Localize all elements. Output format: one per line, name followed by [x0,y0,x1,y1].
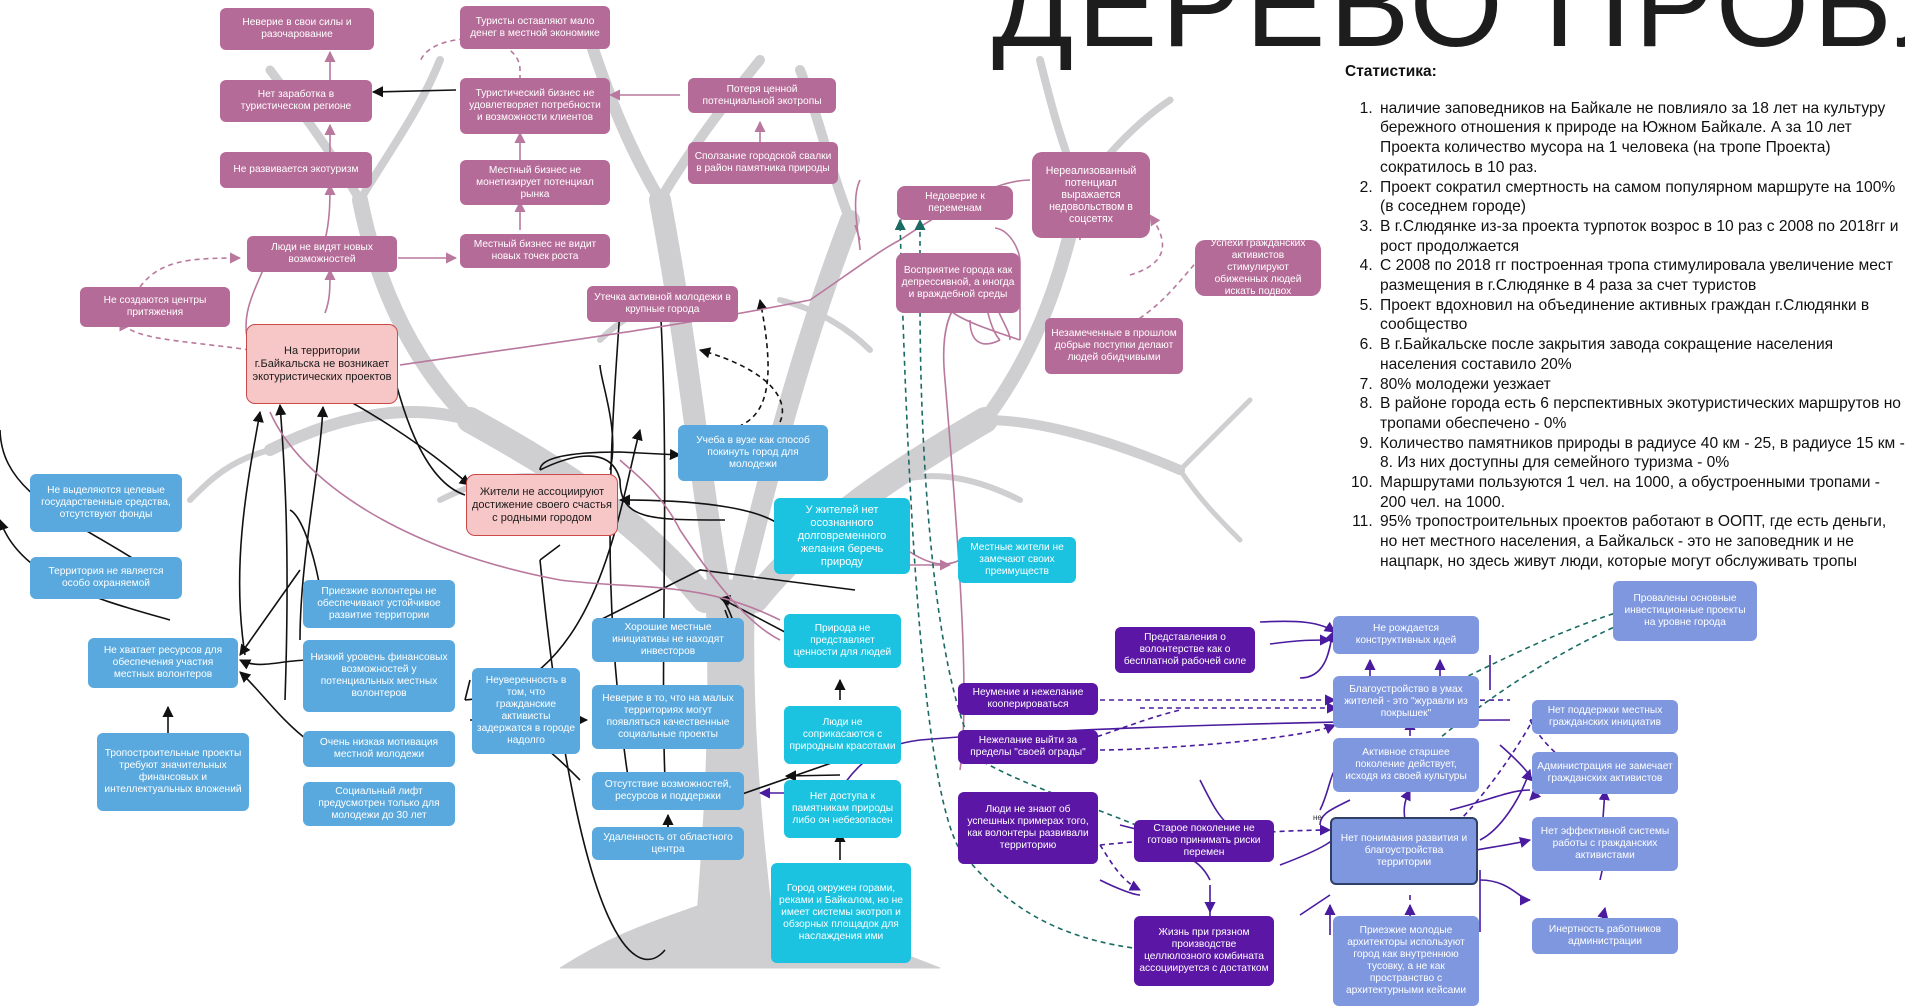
statistics-item: Проект вдохновил на объединение активных… [1377,296,1905,335]
problem-node[interactable]: У жителей нет осознанного долговременног… [774,498,910,574]
problem-node[interactable]: Не хватает ресурсов для обеспечения учас… [88,638,238,688]
statistics-item: Количество памятников природы в радиусе … [1377,434,1905,473]
problem-node[interactable]: Восприятие города как депрессивной, а ин… [896,253,1020,313]
problem-node[interactable]: Местный бизнес не монетизирует потенциал… [460,160,610,205]
problem-node[interactable]: Сползание городской свалки в район памят… [688,142,838,184]
problem-node[interactable]: Жители не ассоциируют достижение своего … [466,474,618,536]
statistics-item: 80% молодежи уезжает [1377,375,1905,395]
edge-label: не [1313,813,1322,822]
problem-node[interactable]: Приезжие волонтеры не обеспечивают устой… [303,580,455,628]
problem-node[interactable]: Туристы оставляют мало денег в местной э… [460,6,610,49]
problem-node[interactable]: Благоустройство в умах жителей - это "жу… [1333,676,1479,728]
statistics-heading: Статистика: [1345,63,1437,80]
problem-node[interactable]: Местный бизнес не видит новых точек рост… [460,234,610,268]
problem-node[interactable]: Незамеченные в прошлом добрые поступки д… [1045,318,1183,374]
problem-node[interactable]: Очень низкая мотивация местной молодежи [303,731,455,767]
statistics-item: Проект сократил смертность на самом попу… [1377,178,1905,217]
problem-node[interactable]: Учеба в вузе как способ покинуть город д… [678,425,828,481]
statistics-item: Маршрутами пользуются 1 чел. на 1000, а … [1377,473,1905,512]
statistics-list: наличие заповедников на Байкале не повли… [1345,99,1905,572]
statistics-item: В г.Байкальске после закрытия завода сок… [1377,335,1905,374]
problem-node[interactable]: Представления о волонтерстве как о беспл… [1115,627,1255,673]
problem-node[interactable]: Социальный лифт предусмотрен только для … [303,782,455,826]
problem-node[interactable]: Неуверенность в том, что гражданские акт… [472,668,580,754]
problem-node[interactable]: Неумение и нежелание кооперироваться [958,683,1098,715]
problem-node-selected[interactable]: Нет понимания развития и благоустройства… [1330,817,1478,885]
problem-node[interactable]: Город окружен горами, реками и Байкалом,… [771,863,911,963]
problem-node[interactable]: Тропостроительные проекты требуют значит… [97,733,249,811]
problem-node[interactable]: Не развивается экотуризм [220,152,372,188]
problem-node[interactable]: Активное старшее поколение действует, ис… [1333,738,1479,792]
problem-node[interactable]: Местные жители не замечают своих преимущ… [958,537,1076,583]
problem-node[interactable]: Нереализованный потенциал выражается нед… [1032,152,1150,238]
problem-node[interactable]: Удаленность от областного центра [592,827,744,860]
problem-node[interactable]: Территория не является особо охраняемой [30,557,182,599]
problem-node[interactable]: Туристический бизнес не удовлетворяет по… [460,78,610,134]
problem-node[interactable]: Природа не представляет ценности для люд… [784,614,901,668]
problem-node[interactable]: Нет доступа к памятникам природы либо он… [784,780,901,838]
statistics-item: В г.Слюдянке из-за проекта турпоток возр… [1377,217,1905,256]
problem-node[interactable]: Нежелание выйти за пределы "своей ограды… [958,730,1098,764]
problem-node[interactable]: Не рождается конструктивных идей [1333,616,1479,654]
problem-node[interactable]: Не выделяются целевые государственные ср… [30,474,182,532]
problem-node[interactable]: Отсутствие возможностей, ресурсов и подд… [592,772,744,810]
statistics-item: С 2008 по 2018 гг построенная тропа стим… [1377,256,1905,295]
problem-node[interactable]: Жизнь при грязном производстве целлюлозн… [1134,916,1274,986]
problem-node[interactable]: Неверие в свои силы и разочарование [220,8,374,50]
problem-node[interactable]: Низкий уровень финансовых возможностей у… [303,640,455,712]
problem-node[interactable]: Успехи гражданских активистов стимулирую… [1195,240,1321,296]
problem-node[interactable]: Утечка активной молодежи в крупные город… [587,286,738,322]
page-title: ДЕРЕВО ПРОБЛЕМ [992,0,1905,72]
problem-node[interactable]: Недоверие к переменам [897,186,1013,220]
problem-node[interactable]: Люди не соприкасаются с природным красот… [784,706,901,764]
problem-node[interactable]: Старое поколение не готово принимать рис… [1134,820,1274,862]
statistics-item: наличие заповедников на Байкале не повли… [1377,99,1905,178]
problem-node[interactable]: Администрация не замечает гражданских ак… [1532,752,1678,794]
problem-node[interactable]: Потеря ценной потенциальной экотропы [688,78,836,113]
problem-node[interactable]: Нет заработка в туристическом регионе [220,80,372,122]
problem-node[interactable]: Неверие в то, что на малых территориях м… [592,685,744,749]
problem-node[interactable]: Хорошие местные инициативы не находят ин… [592,618,744,662]
statistics-item: 95% тропостроительных проектов работают … [1377,512,1905,571]
problem-node[interactable]: Не создаются центры притяжения [80,287,230,327]
problem-node[interactable]: Нет эффективной системы работы с граждан… [1532,817,1678,871]
problem-node[interactable]: Провалены основные инвестиционные проект… [1613,581,1757,641]
problem-node[interactable]: Приезжие молодые архитекторы используют … [1333,916,1479,1006]
problem-node[interactable]: Люди не видят новых возможностей [247,236,397,272]
core-problem-node[interactable]: На территории г.Байкальска не возникает … [246,324,398,404]
problem-node[interactable]: Люди не знают об успешных примерах того,… [958,792,1098,864]
problem-node[interactable]: Инертность работников администрации [1532,918,1678,954]
statistics-item: В районе города есть 6 перспективных эко… [1377,394,1905,433]
problem-node[interactable]: Нет поддержки местных гражданских инициа… [1532,700,1678,734]
statistics-panel: Статистика: наличие заповедников на Байк… [1345,62,1905,572]
